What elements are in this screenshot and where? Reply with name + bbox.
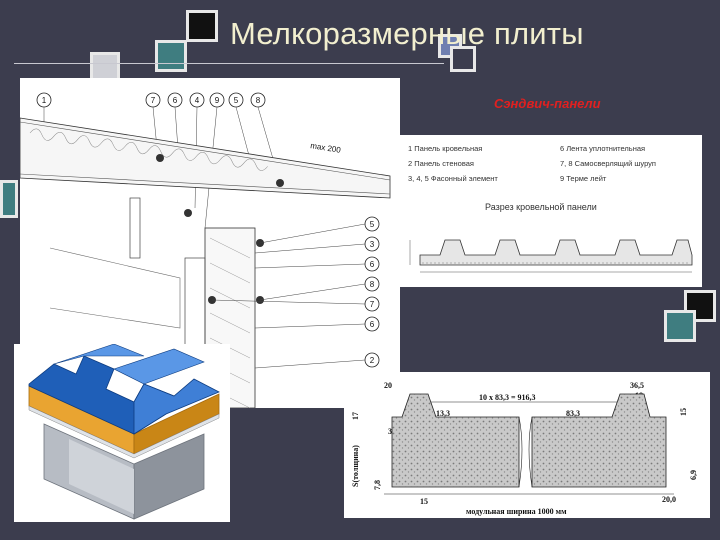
section-title: Разрез кровельной панели [485,202,597,212]
deco-square-title-2 [450,46,476,72]
callout-right-4: 8 [370,280,375,289]
legend-item-4: 6 Лента уплотнительная [560,144,645,153]
dim-bottom-right: 20,0 [662,495,676,504]
profile-dimension-drawing: 20 36,5 18 10 x 83,3 = 916,3 17 39 13,3 … [344,372,710,518]
legend-section-panel: 1 Панель кровельная 2 Панель стеновая 3,… [400,135,702,287]
callout-right-6: 6 [370,320,375,329]
callout-right-2: 3 [370,240,375,249]
legend-section-svg: 1 Панель кровельная 2 Панель стеновая 3,… [408,144,693,273]
dim-mid-right: 83,3 [566,409,580,418]
dim-vertical-label: S(толщина) [351,445,360,487]
legend-item-5: 7, 8 Самосверлящий шуруп [560,159,656,168]
sandwich-panel-svg [28,344,220,520]
callout-top-6: 5 [234,96,239,105]
roof-panel: max 200 [20,117,391,199]
dim-edge-right: 6,9 [689,470,698,480]
deco-square-dark-top [186,10,218,42]
callout-right-7: 2 [370,356,375,365]
callout-top-4: 4 [195,96,200,105]
deco-square-left-edge [0,180,18,218]
legend-item-6: 9 Терме лейт [560,174,607,183]
dim-edge-left: 7,8 [373,480,382,490]
roof-section-profile [409,239,693,273]
dim-pitch: 10 x 83,3 = 916,3 [479,393,536,402]
slide-title: Мелкоразмерные плиты [230,16,584,51]
legend-item-1: 1 Панель кровельная [408,144,482,153]
callouts-top: 1 7 6 4 9 5 8 [36,92,281,229]
roof-slope-label: max 200 [310,141,342,155]
callout-top-2: 7 [151,96,156,105]
callout-top-5: 9 [215,96,220,105]
callout-right-1: 5 [370,220,375,229]
legend-item-2: 2 Панель стеновая [408,159,474,168]
callout-top-1: 1 [42,96,47,105]
profile-dimension-svg: 20 36,5 18 10 x 83,3 = 916,3 17 39 13,3 … [351,381,698,516]
title-underline [14,63,444,64]
dim-left-height: 17 [351,412,360,420]
dim-mid-left: 13,3 [436,409,450,418]
slide-subtitle: Сэндвич-панели [494,96,601,111]
dim-right-height: 15 [679,408,688,416]
callout-top-7: 8 [256,96,261,105]
callout-right-3: 6 [370,260,375,269]
deco-square-right-teal [664,310,696,342]
dim-width-label: модульная ширина 1000 мм [466,507,567,516]
dim-top-left: 20 [384,381,392,390]
dim-top-right: 36,5 [630,381,644,390]
roof-detail-svg: 1 7 6 4 9 5 8 max [20,92,391,408]
dim-bottom-left: 15 [420,497,428,506]
callout-right-5: 7 [370,300,375,309]
legend-item-3: 3, 4, 5 Фасонный элемент [408,174,498,183]
callout-top-3: 6 [173,96,178,105]
callouts-right: 5 3 6 8 7 6 2 [211,216,380,369]
sandwich-panel-image [14,344,230,522]
deco-square-teal-top [155,40,187,72]
